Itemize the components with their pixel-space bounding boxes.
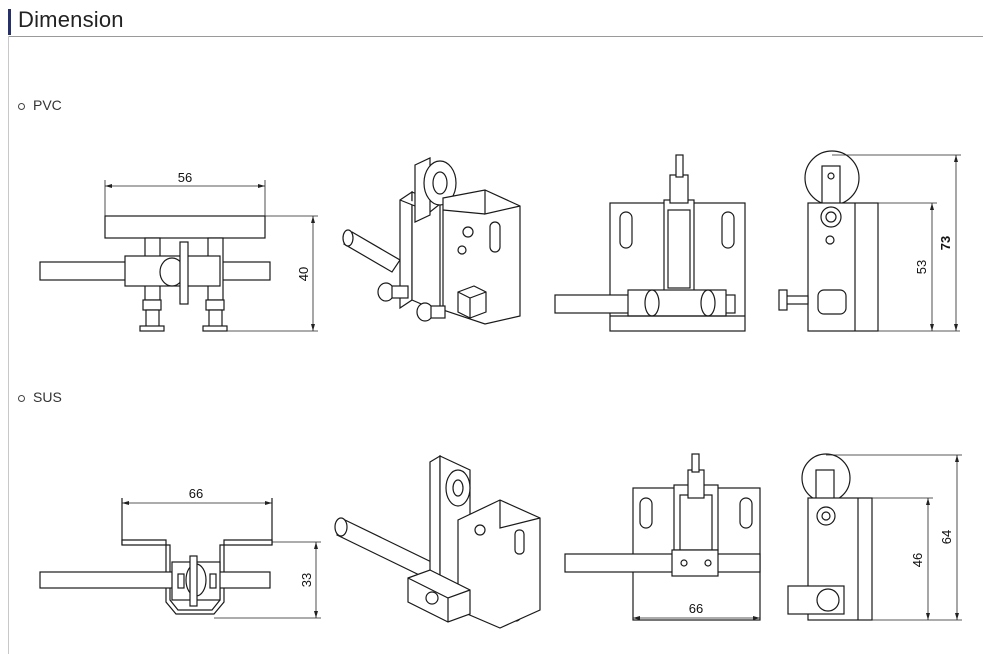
sus-dim-66-top [122,501,272,505]
sus-dim-66-bottom [633,616,760,620]
section-label-pvc-text: PVC [33,97,62,113]
sus-dim-33-label: 33 [299,573,314,587]
sus-dim-64-label: 64 [939,530,954,544]
section-label-pvc: PVC [18,97,62,113]
pvc-dim-53 [878,202,960,332]
pvc-dim-40 [227,215,318,332]
sus-isometric-view [334,454,541,629]
sus-dim-46-label: 46 [910,553,925,567]
page-title: Dimension [18,7,124,32]
sus-side-view [787,453,873,621]
title-accent-bar [8,9,11,35]
pvc-front-elevation [554,154,746,332]
bullet-icon [18,102,25,110]
pvc-dim-56 [104,180,266,216]
bullet-icon [18,394,25,402]
pvc-side-view [778,150,879,332]
page-title-bar: Dimension [8,6,983,37]
sus-front-view [39,498,273,615]
section-label-sus-text: SUS [33,389,62,405]
pvc-isometric-view [342,157,521,325]
sus-dim-46 [872,497,962,621]
pvc-dim-53-label: 53 [914,260,929,274]
pvc-dim-56-label: 56 [178,170,192,185]
pvc-front-view [39,215,271,332]
left-margin-rule [8,36,9,654]
section-label-sus: SUS [18,389,62,405]
sus-dim-64 [826,454,962,620]
pvc-dim-40-label: 40 [296,267,311,281]
pvc-dim-73 [832,154,961,331]
sus-dim-33 [214,541,321,619]
sus-dim-66-top-label: 66 [189,486,203,501]
pvc-dim-73-label: 73 [938,236,953,250]
sus-front-elevation [564,453,761,621]
sus-dim-66-bottom-label: 66 [689,601,703,616]
